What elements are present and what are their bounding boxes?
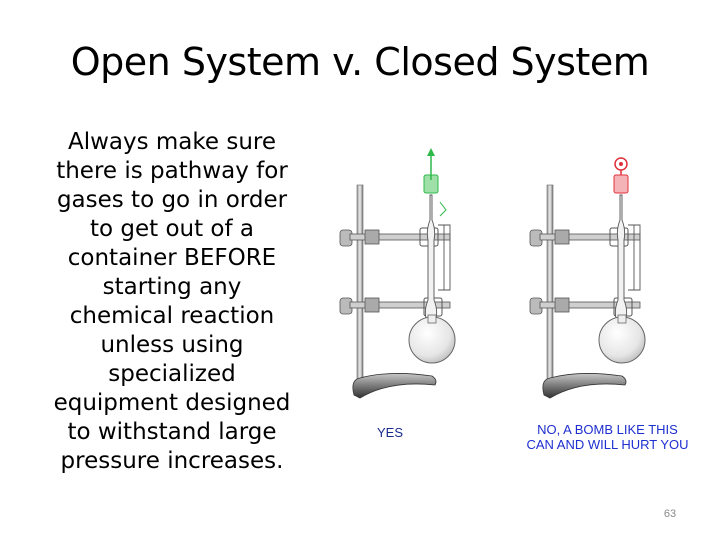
closed-apparatus xyxy=(529,157,646,399)
caption-yes: YES xyxy=(376,425,403,440)
page-number: 63 xyxy=(663,508,677,520)
apparatus-figure xyxy=(339,148,646,399)
open-apparatus xyxy=(339,148,456,399)
slide-body-text: Always make sure there is pathway for ga… xyxy=(53,129,291,474)
caption-no: NO, A BOMB LIKE THIS CAN AND WILL HURT Y… xyxy=(526,422,689,452)
slide-title: Open System v. Closed System xyxy=(70,40,650,84)
